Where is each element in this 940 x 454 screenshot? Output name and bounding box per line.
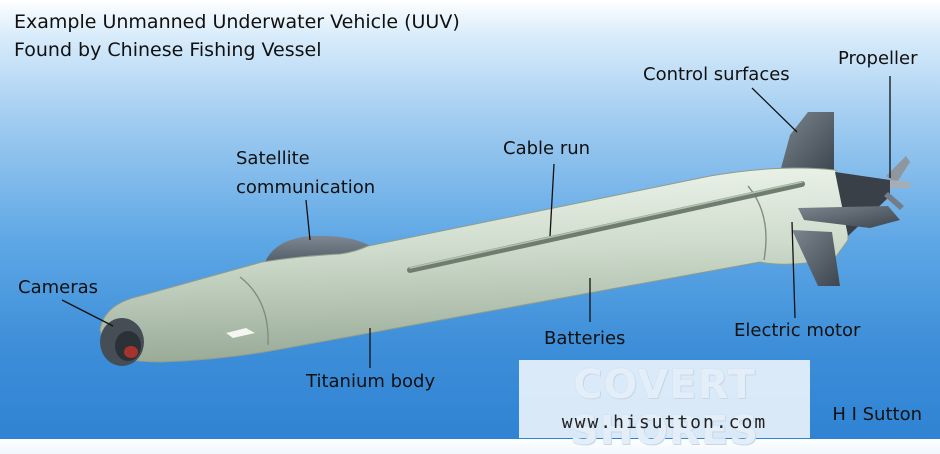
watermark-brand: COVERT SHORES bbox=[569, 362, 760, 454]
leader-cable-run bbox=[549, 163, 555, 237]
upper-control-fin bbox=[780, 112, 834, 172]
diagram-title: Example Unmanned Underwater Vehicle (UUV… bbox=[14, 8, 460, 64]
hull-seam-rear bbox=[747, 185, 767, 261]
cable-run-highlight bbox=[409, 181, 803, 269]
camera-lens-red bbox=[124, 346, 138, 358]
uuv-illustration bbox=[61, 76, 910, 368]
watermark: COVERT SHORES www.hisutton.com bbox=[519, 360, 810, 454]
hull-seam-front bbox=[239, 276, 269, 346]
label-propeller: Propeller bbox=[838, 48, 918, 69]
label-electric-motor: Electric motor bbox=[734, 320, 861, 341]
propeller-blade-right bbox=[890, 180, 910, 188]
watermark-url: www.hisutton.com bbox=[561, 412, 768, 433]
label-satellite-line2: communication bbox=[236, 177, 376, 198]
hatch-panel bbox=[226, 328, 255, 338]
author-credit: H I Sutton bbox=[832, 404, 922, 425]
propeller-blade-lower bbox=[884, 192, 904, 210]
label-cameras: Cameras bbox=[18, 277, 99, 298]
cable-run bbox=[407, 181, 805, 273]
title-line-1: Example Unmanned Underwater Vehicle (UUV… bbox=[14, 11, 460, 33]
leader-satellite bbox=[305, 199, 311, 241]
title-line-2: Found by Chinese Fishing Vessel bbox=[14, 39, 322, 61]
label-control-surfaces: Control surfaces bbox=[643, 64, 790, 85]
label-cable-run: Cable run bbox=[503, 138, 591, 159]
leader-electric-motor bbox=[791, 221, 796, 319]
leader-cameras bbox=[61, 299, 114, 327]
lower-control-fin bbox=[792, 230, 840, 286]
label-batteries: Batteries bbox=[544, 328, 626, 349]
horizontal-control-fin bbox=[798, 206, 900, 228]
leader-control-surfaces bbox=[751, 87, 798, 133]
label-titanium-body: Titanium body bbox=[306, 371, 436, 392]
propeller-blade-upper bbox=[886, 156, 910, 184]
label-satellite-line1: Satellite bbox=[236, 148, 310, 169]
